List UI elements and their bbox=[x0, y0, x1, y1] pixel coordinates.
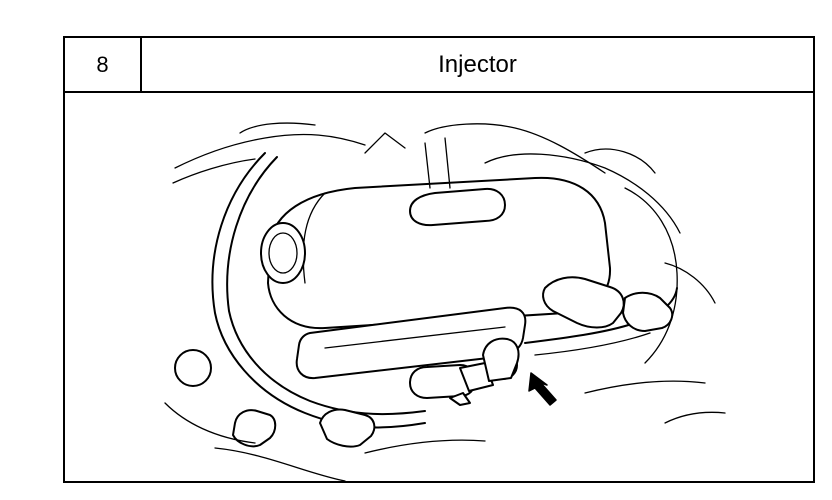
procedure-card: 8 Injector bbox=[63, 36, 815, 483]
engine-injector-illustration bbox=[65, 93, 813, 481]
step-number: 8 bbox=[65, 38, 142, 91]
arrow-pointer-icon bbox=[528, 372, 557, 406]
engine-drawing-svg bbox=[164, 122, 726, 481]
step-title: Injector bbox=[438, 50, 517, 78]
card-header: 8 Injector bbox=[65, 38, 813, 93]
